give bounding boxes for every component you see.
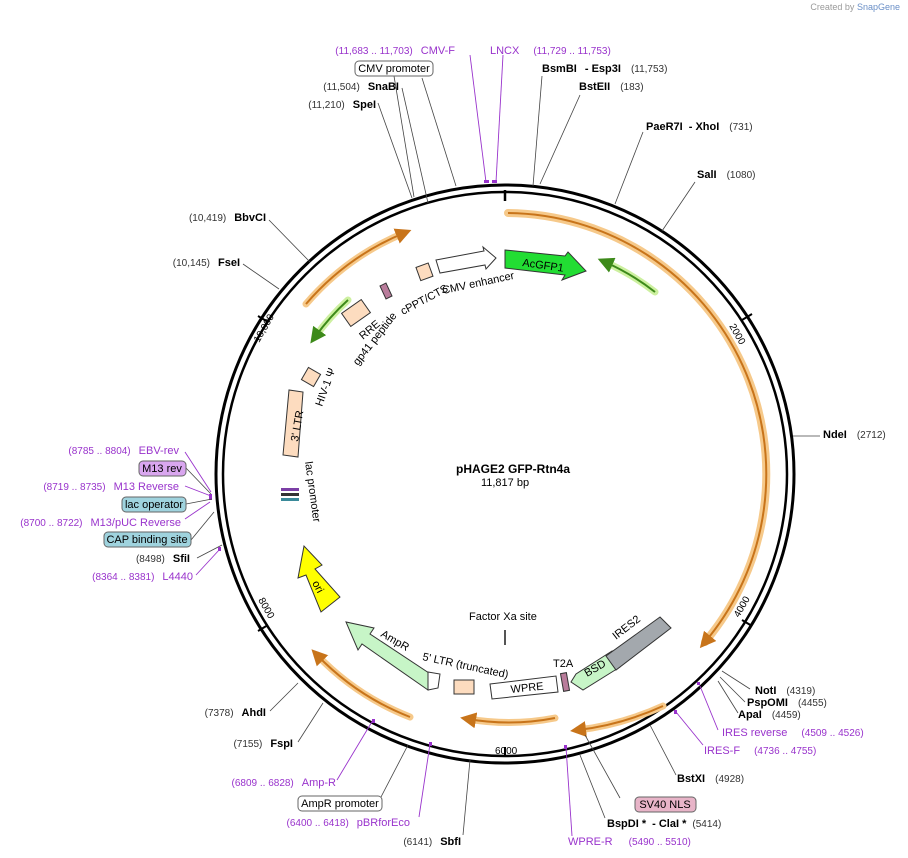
- enzyme-leader-lines: [196, 75, 820, 836]
- plasmid-length: 11,817 bp: [481, 477, 529, 489]
- primer-lncx: LNCX(11,729 .. 11,753): [490, 45, 611, 57]
- ampr-promoter-label: AmpR promoter: [301, 798, 379, 810]
- ampr-promoter-feature: [427, 671, 441, 691]
- primer-ebv-rev: (8785 .. 8804)EBV-rev: [68, 445, 179, 457]
- ori-feature: [297, 544, 341, 613]
- tick-6000: 6000: [495, 746, 518, 757]
- t2a-label: T2A: [553, 658, 574, 670]
- cap-binding-site-label: CAP binding site: [106, 534, 187, 546]
- ltr3-feature: [282, 389, 304, 458]
- primer-m13-reverse: (8719 .. 8735)M13 Reverse: [43, 481, 179, 493]
- snapgene-logo: SnapGene: [856, 2, 900, 12]
- ampr-feature: [345, 621, 436, 691]
- acgfp1-label: AcGFP1: [522, 257, 565, 275]
- enzyme-sali: SalI(1080): [697, 169, 755, 181]
- enzyme-ahdi: (7378)AhdI: [205, 707, 266, 719]
- enzyme-bsmbi: BsmBI- Esp3I(11,753): [542, 63, 667, 75]
- primer-leader-lines: [184, 54, 719, 837]
- ires2-feature: [605, 616, 672, 671]
- lac-operator-label: lac operator: [125, 499, 183, 511]
- enzyme-pspomi: PspOMI(4455): [747, 697, 827, 709]
- primer-ires-f: IRES-F(4736 .. 4755): [704, 745, 816, 757]
- cppt-feature: [415, 262, 434, 282]
- cmv-promoter-box: [354, 60, 434, 77]
- orf-arc-bsd: [574, 702, 667, 734]
- enzyme-sfii: (8498)SfiI: [136, 553, 190, 565]
- wpre-feature: [489, 675, 559, 700]
- enzyme-fspi: (7155)FspI: [233, 738, 293, 750]
- enzyme-bstxi: BstXI(4928): [677, 773, 744, 785]
- enzyme-noti: NotI(4319): [755, 685, 815, 697]
- boxed-feature-labels: CMV promoter SV40 NLS AmpR promoter CAP …: [103, 60, 697, 813]
- cppt-label: cPPT/CTS: [399, 283, 451, 318]
- tick-marks: [257, 313, 753, 757]
- enzyme-ndei: NdeI(2712): [823, 429, 886, 441]
- hiv-psi-feature: [300, 366, 322, 388]
- ori-label: ori: [309, 579, 325, 595]
- snapgene-credit: Created by SnapGene: [810, 2, 900, 12]
- green-arcs: [310, 257, 659, 344]
- m13-rev-label: M13 rev: [142, 463, 182, 475]
- enzyme-paer7i: PaeR7I- XhoI(731): [646, 121, 753, 133]
- enzyme-sbfi: (6141)SbfI: [403, 836, 461, 848]
- factor-xa-label: Factor Xa site: [469, 611, 537, 623]
- primer-amp-r: (6809 .. 6828)Amp-R: [232, 777, 337, 789]
- primer-ires-reverse: IRES reverse(4509 .. 4526): [722, 727, 864, 739]
- cmv-enhancer-feature: [435, 245, 497, 274]
- plasmid-name: pHAGE2 GFP-Rtn4a: [456, 462, 570, 476]
- primer-cmv-f: (11,683 .. 11,703)CMV-F: [335, 45, 455, 57]
- primer-arrows: [209, 180, 700, 749]
- rre-feature: [340, 298, 372, 328]
- lac-elements: [281, 488, 299, 501]
- sv40-nls-label: SV40 NLS: [639, 799, 690, 811]
- credit-prefix: Created by: [810, 2, 855, 12]
- enzyme-bbvci: (10,419)BbvCI: [189, 212, 266, 224]
- ltr5-feature: [453, 679, 475, 695]
- orf-arcs: [302, 209, 771, 737]
- enzyme-fsei: (10,145)FseI: [173, 257, 240, 269]
- t2a-feature: [559, 672, 571, 692]
- ampr-promoter-box: [297, 795, 383, 812]
- sv40-nls-box: [634, 796, 697, 813]
- enzyme-snabi: (11,504)SnaBI: [323, 81, 399, 93]
- cmv-promoter-label: CMV promoter: [358, 63, 430, 75]
- enzyme-apai: ApaI(4459): [738, 709, 801, 721]
- enzyme-bspdi: BspDI *- ClaI *(5414): [607, 818, 721, 830]
- acgfp1-feature: [504, 249, 587, 281]
- ltr3-label: 3' LTR: [289, 410, 306, 443]
- enzyme-labels: BsmBI- Esp3I(11,753) BstEII(183) PaeR7I-…: [136, 63, 886, 848]
- lac-promoter-label: lac promoter: [302, 461, 322, 524]
- lac-operator-box: [121, 496, 187, 513]
- cmv-enhancer-label: CMV enhancer: [441, 270, 516, 297]
- wpre-label: WPRE: [510, 681, 544, 696]
- gp41-feature: [379, 282, 393, 300]
- enzyme-spei: (11,210)SpeI: [308, 99, 376, 111]
- primer-m13-puc-reverse: (8700 .. 8722)M13/pUC Reverse: [20, 517, 181, 529]
- m13-rev-box: [138, 460, 187, 477]
- cap-binding-site-box: [103, 531, 192, 548]
- enzyme-bsteii: BstEII(183): [579, 81, 644, 93]
- primer-labels: (11,683 .. 11,703)CMV-F LNCX(11,729 .. 1…: [20, 45, 863, 848]
- primer-l4440: (8364 .. 8381)L4440: [92, 571, 193, 583]
- primer-pbrforeco: (6400 .. 6418)pBRforEco: [287, 817, 410, 829]
- primer-wpre-r: WPRE-R(5490 .. 5510): [568, 836, 691, 848]
